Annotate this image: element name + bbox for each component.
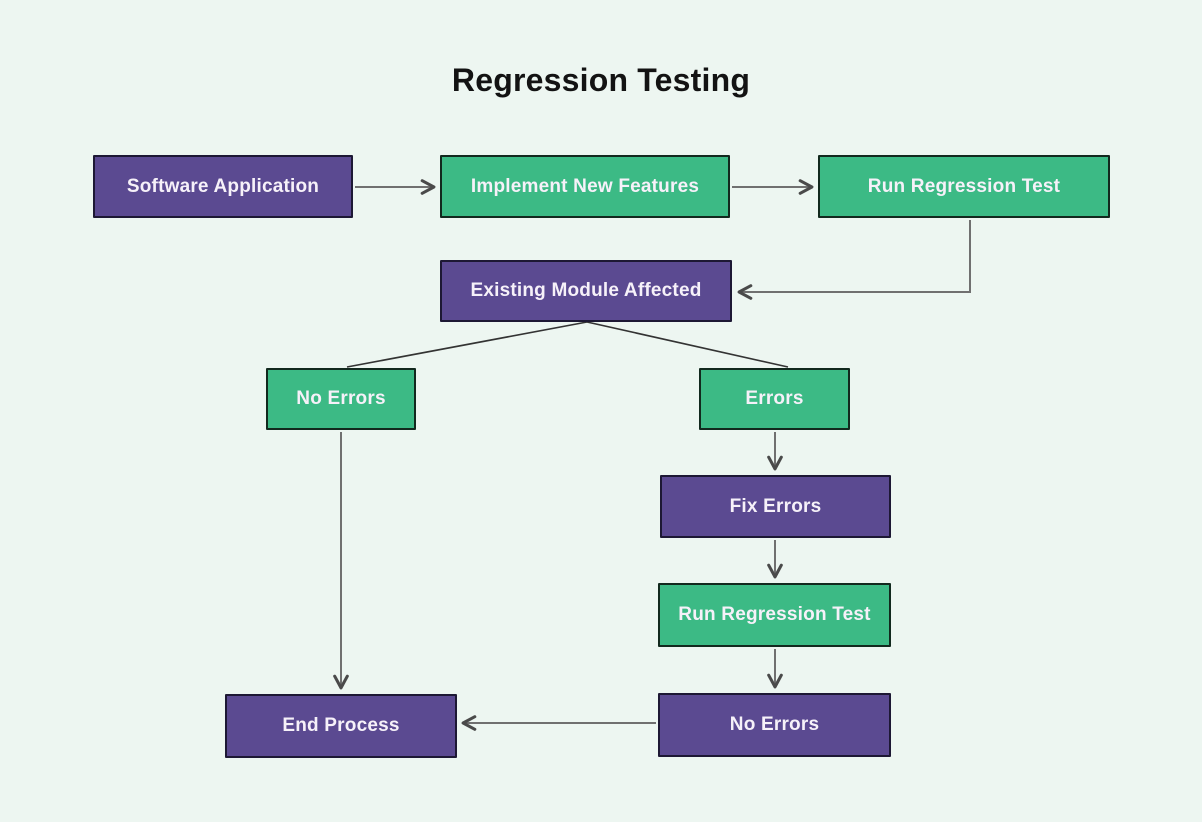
node-run-regression-test-2: Run Regression Test xyxy=(658,583,891,647)
node-label: Run Regression Test xyxy=(867,175,1061,197)
diagram-title: Regression Testing xyxy=(451,62,751,98)
node-software-application: Software Application xyxy=(93,155,353,218)
node-label: End Process xyxy=(282,715,400,736)
node-run-regression-test-1: Run Regression Test xyxy=(818,155,1110,218)
node-label: Run Regression Test xyxy=(678,604,871,625)
node-label: Errors xyxy=(745,388,804,409)
node-label: No Errors xyxy=(729,714,820,735)
node-no-errors-branch: No Errors xyxy=(266,368,416,430)
node-label: No Errors xyxy=(296,388,386,409)
node-label: Existing Module Affected xyxy=(470,280,702,301)
node-label: Fix Errors xyxy=(729,495,822,517)
node-label: Software Application xyxy=(126,175,320,197)
node-implement-new-features: Implement New Features xyxy=(440,155,730,218)
node-errors-branch: Errors xyxy=(699,368,850,430)
node-end-process: End Process xyxy=(225,694,457,758)
node-fix-errors: Fix Errors xyxy=(660,475,891,538)
node-label: Implement New Features xyxy=(470,175,700,197)
node-no-errors-result: No Errors xyxy=(658,693,891,757)
node-existing-module-affected: Existing Module Affected xyxy=(440,260,732,322)
